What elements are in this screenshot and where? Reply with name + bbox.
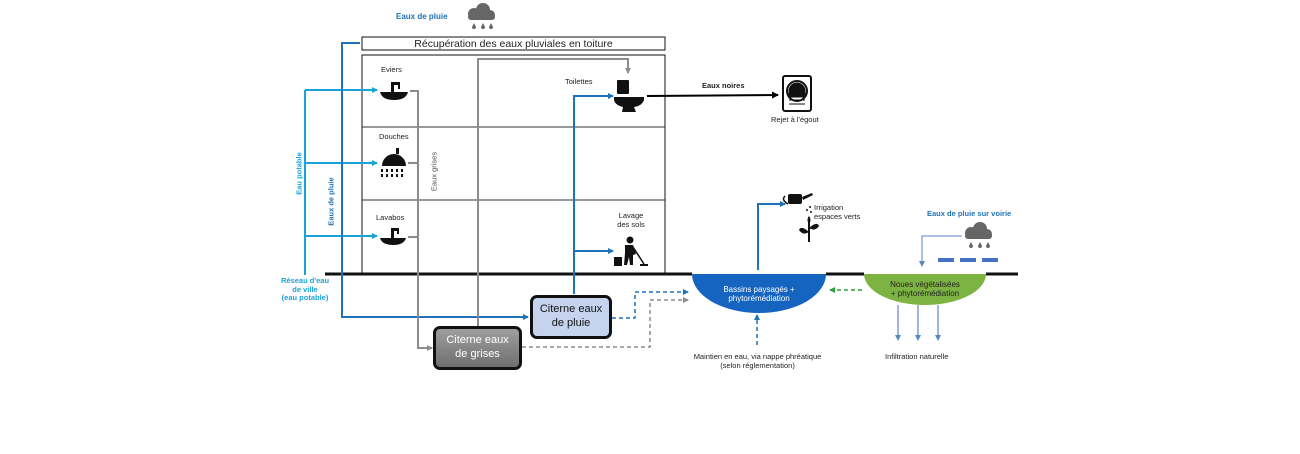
rain-tank: Citerne eaux de pluie [530,295,612,339]
grey-water-label: Eaux grises [429,151,439,192]
roof-banner [361,36,666,51]
overflow-rain-tank [612,289,689,319]
infiltration-label: Infiltration naturelle [885,352,949,361]
roof-recovery-label: Récupération des eaux pluviales en toitu… [414,38,613,50]
road-dashes [938,258,998,262]
sewer-drain-icon [782,75,812,112]
road-rain-arrow [919,235,962,267]
black-water-label: Eaux noires [702,81,745,90]
potable-water-label: Eau potable [294,152,304,195]
douches-label: Douches [379,132,409,141]
sink-icon [380,82,408,100]
road-rain-label: Eaux de pluie sur voirie [927,209,1012,218]
eviers-label: Eviers [381,65,402,74]
mopping-person-icon [614,236,648,266]
rain-water-lines [341,42,786,320]
sewer-label: Rejet à l'égout [771,115,819,124]
basin-label: Bassins paysagés + phytorémédiation [723,285,795,304]
plant-sprout-icon [799,216,819,242]
rain-cloud-icon [468,3,495,29]
shower-icon [381,148,406,177]
lavage-label: Lavage des sols [617,211,645,229]
toilettes-label: Toilettes [565,77,593,86]
water-table-label: Maintien en eau, via nappe phréatique (s… [693,352,822,370]
city-network-label: Réseau d'eau de ville (eau potable) [280,276,330,303]
washbasin-icon [380,228,406,245]
infiltration-arrows [895,305,941,341]
vegetated-swale [864,274,986,305]
irrigation-label: Irrigation espaces verts [814,203,861,221]
lavabos-label: Lavabos [376,213,405,222]
watering-can-icon [782,193,813,213]
road-rain-cloud-icon [965,222,992,248]
rain-water-vertical-label: Eaux de pluie [326,177,336,226]
grey-water-lines [408,58,631,351]
swale-label: Noues végétalisées + phytorémédiation [890,280,960,299]
toilet-icon [614,80,644,112]
rain-top-label: Eaux de pluie [396,12,448,21]
landscaped-basin [692,274,826,313]
overflow-grey-tank [522,297,689,348]
grey-tank: Citerne eaux de grises [433,326,522,370]
black-water-arrow [646,91,779,99]
